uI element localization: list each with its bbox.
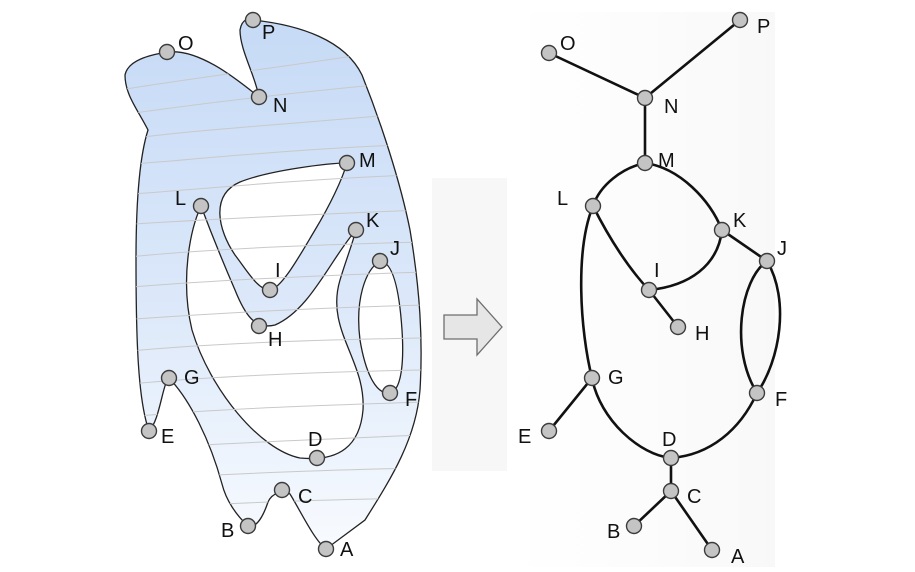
left-node-C (273, 481, 291, 499)
graph-label-M: M (658, 150, 675, 172)
left-label-J: J (390, 238, 400, 260)
graph-label-P: P (757, 16, 770, 38)
graph-node-A (703, 541, 721, 559)
left-label-C: C (298, 486, 312, 508)
skeleton-graph: A B C D E F G H I J K L M N (518, 11, 787, 568)
graph-node-C (662, 482, 680, 500)
graph-label-E: E (518, 426, 531, 448)
left-node-F (381, 384, 399, 402)
graph-label-O: O (560, 33, 576, 55)
left-node-E (140, 422, 158, 440)
graph-node-N (636, 89, 654, 107)
graph-node-M (636, 154, 654, 172)
graph-nodes: A B C D E F G H I J K L M N (518, 11, 787, 568)
left-node-L (192, 197, 210, 215)
left-label-G: G (184, 367, 200, 389)
left-label-P: P (262, 22, 275, 44)
edge-K-J (720, 228, 769, 263)
graph-label-K: K (733, 210, 747, 232)
edge-G-E (547, 376, 594, 433)
edge-L-G (579, 204, 595, 380)
graph-node-P (731, 11, 749, 29)
edge-J-F-right (755, 259, 782, 395)
left-label-O: O (178, 33, 194, 55)
graph-label-J: J (777, 238, 787, 260)
left-label-K: K (366, 210, 380, 232)
left-node-G (160, 369, 178, 387)
graph-node-D (662, 449, 680, 467)
edge-C-B (632, 489, 673, 528)
graph-label-L: L (557, 188, 568, 210)
edge-C-A (669, 489, 714, 552)
graph-node-E (540, 422, 558, 440)
left-label-F: F (405, 389, 417, 411)
edge-K-I (647, 228, 724, 292)
left-node-D (308, 449, 326, 467)
left-label-E: E (161, 426, 174, 448)
graph-node-O (540, 44, 558, 62)
graph-label-I: I (654, 260, 660, 282)
graph-label-B: B (607, 521, 620, 543)
graph-label-H: H (695, 323, 709, 345)
left-label-N: N (273, 95, 287, 117)
left-label-I: I (275, 260, 281, 282)
graph-node-F (748, 384, 766, 402)
graph-node-J (758, 252, 776, 270)
left-node-A (317, 540, 335, 558)
edge-P-N (643, 18, 742, 100)
left-node-H (250, 317, 268, 335)
graph-node-I (640, 281, 658, 299)
graph-label-G: G (608, 367, 624, 389)
graph-node-L (584, 197, 602, 215)
graph-node-G (583, 369, 601, 387)
transform-arrow-icon (443, 297, 503, 357)
graph-label-D: D (662, 429, 676, 451)
edge-M-K (643, 161, 724, 232)
left-node-M (338, 154, 356, 172)
left-node-O (158, 43, 176, 61)
left-label-L: L (175, 188, 186, 210)
graph-label-C: C (687, 486, 701, 508)
left-node-K (347, 221, 365, 239)
edge-J-F-left (739, 259, 769, 395)
left-node-I (261, 281, 279, 299)
graph-node-B (625, 517, 643, 535)
left-label-M: M (359, 150, 376, 172)
edge-L-I (591, 204, 651, 292)
left-nodes: A B C D E F G H I J K L M N O P (140, 11, 417, 561)
graph-label-F: F (775, 389, 787, 411)
edge-O-N (547, 51, 647, 100)
left-label-D: D (308, 429, 322, 451)
left-label-B: B (221, 520, 234, 542)
graph-node-K (713, 221, 731, 239)
left-label-A: A (340, 539, 354, 561)
left-label-H: H (268, 329, 282, 351)
left-node-P (244, 11, 262, 29)
edge-F-D (669, 391, 759, 460)
left-node-J (371, 252, 389, 270)
graph-node-H (669, 318, 687, 336)
left-node-B (239, 517, 257, 535)
graph-label-A: A (731, 546, 745, 568)
left-node-N (250, 88, 268, 106)
edge-G-D (590, 376, 673, 460)
graph-label-N: N (664, 96, 678, 118)
